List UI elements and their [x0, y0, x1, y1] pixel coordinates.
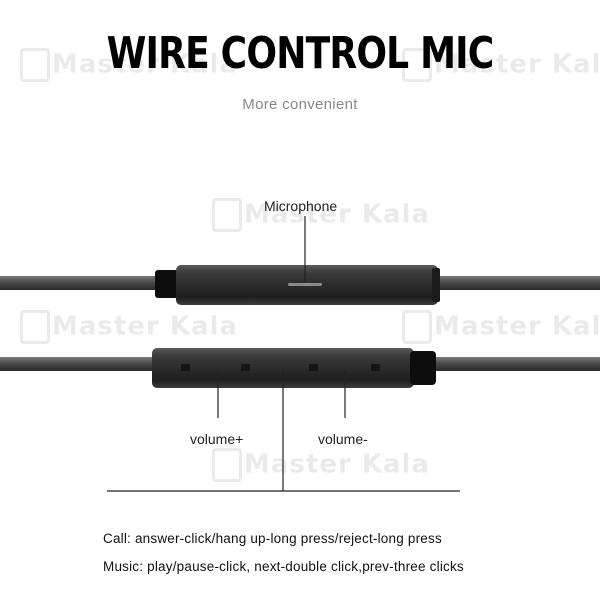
- watermark: Master Kala: [402, 310, 600, 344]
- remote-button-ridge: [241, 364, 250, 371]
- watermark: Master Kala: [212, 198, 430, 232]
- watermark: Master Kala: [212, 448, 430, 482]
- call-instructions: Call: answer-click/hang up-long press/re…: [103, 531, 442, 546]
- remote-button-ridge: [181, 364, 190, 371]
- remote-button-ridge: [309, 364, 318, 371]
- watermark: Master Kala: [402, 48, 600, 82]
- volume-down-label: volume-: [318, 431, 368, 447]
- remote-button-ridge: [371, 364, 380, 371]
- music-instructions: Music: play/pause-click, next-double cli…: [103, 559, 464, 574]
- microphone-label: Microphone: [264, 198, 338, 214]
- watermark: Master Kala: [20, 48, 238, 82]
- mic-body-cap-right: [432, 268, 440, 302]
- remote-body-tip-right: [410, 351, 436, 385]
- microphone-hole: [288, 283, 322, 286]
- watermark: Master Kala: [20, 310, 238, 344]
- volume-up-label: volume+: [190, 431, 244, 447]
- mic-body-tip-left: [155, 270, 179, 298]
- page-title: WIRE CONTROL MIC: [106, 28, 495, 79]
- page-subtitle: More convenient: [242, 96, 358, 113]
